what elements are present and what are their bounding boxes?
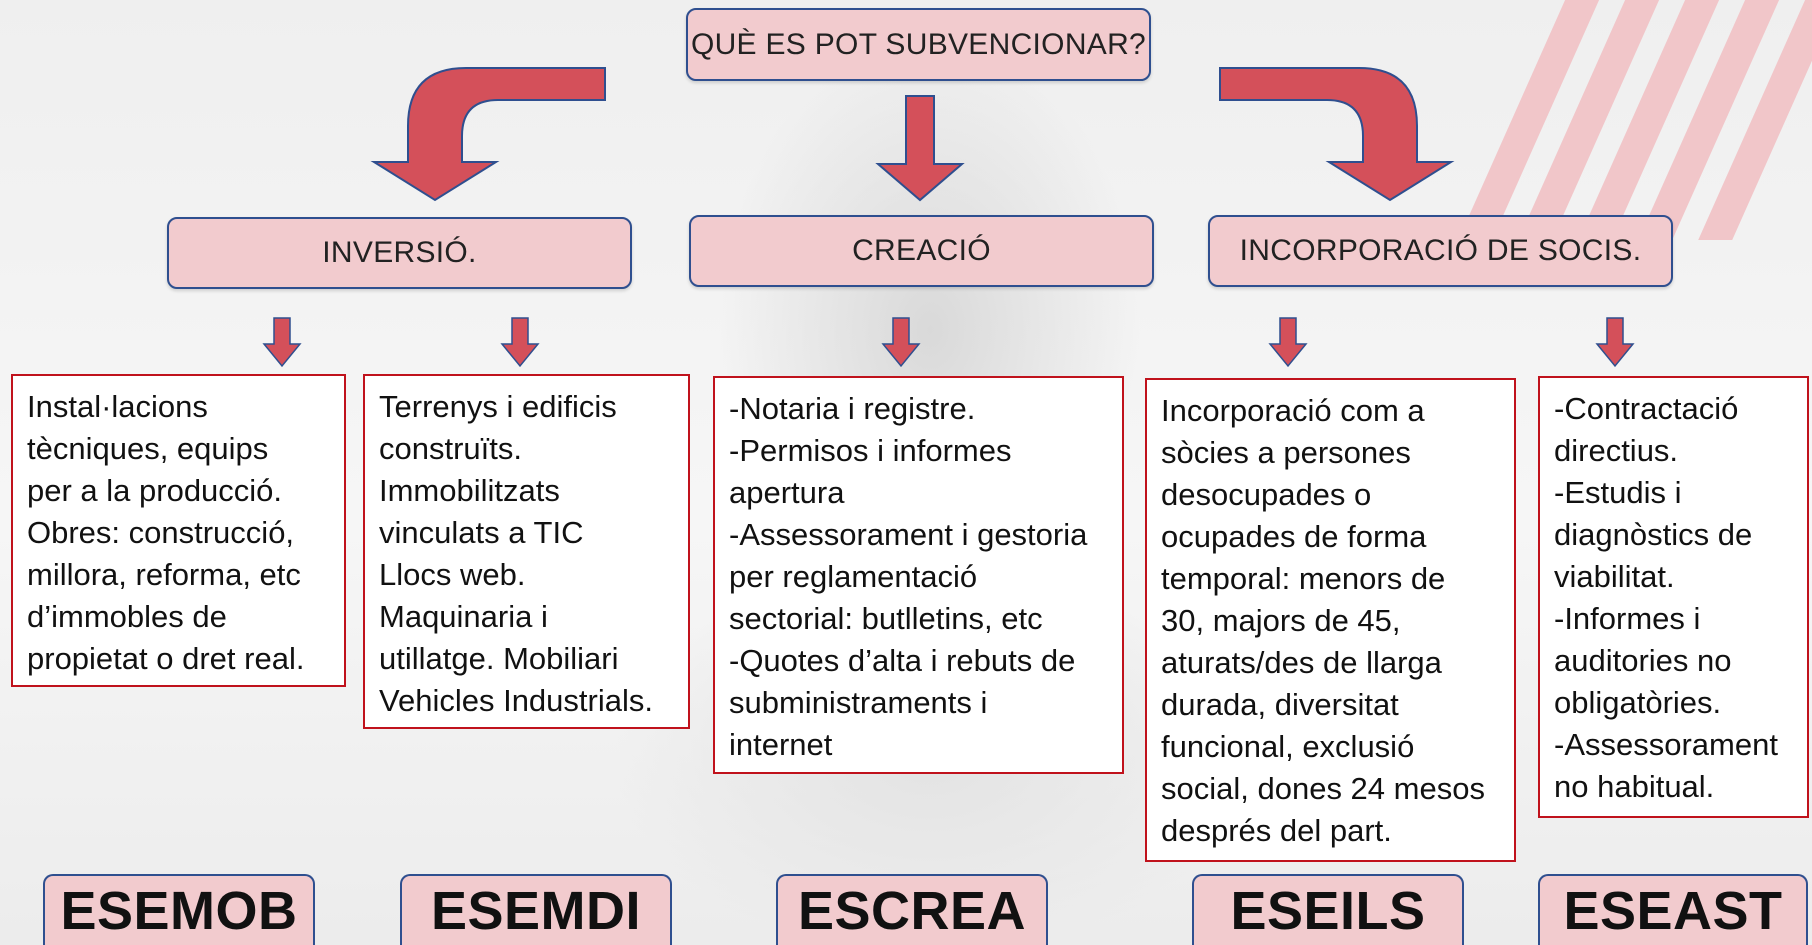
content-line: construïts. bbox=[379, 431, 522, 466]
content-line: -Contractació bbox=[1554, 391, 1739, 426]
content-line: ocupades de forma bbox=[1161, 519, 1427, 554]
content-line: -Estudis i bbox=[1554, 475, 1682, 510]
content-line: per reglamentació bbox=[729, 559, 978, 594]
small-arrow-2 bbox=[500, 317, 540, 368]
content-box-eseils: Incorporació com a sòcies a persones des… bbox=[1145, 378, 1516, 862]
program-code-label: ESEILS bbox=[1230, 881, 1426, 941]
content-box-esemdi: Terrenys i edificis construïts. Immobili… bbox=[363, 374, 690, 729]
content-line: directius. bbox=[1554, 433, 1679, 468]
content-line: 30, majors de 45, bbox=[1161, 603, 1401, 638]
content-line: -Informes i bbox=[1554, 601, 1701, 636]
curved-arrow-left bbox=[370, 67, 606, 202]
content-line: auditories no bbox=[1554, 643, 1732, 678]
content-line: Vehicles Industrials. bbox=[379, 683, 653, 718]
program-code-label: ESEMDI bbox=[430, 881, 642, 941]
program-code-eseils: ESEILS bbox=[1192, 874, 1464, 945]
program-code-label: ESEMOB bbox=[60, 881, 298, 941]
content-line: després del part. bbox=[1161, 813, 1392, 848]
content-line: aturats/des de llarga bbox=[1161, 645, 1442, 680]
content-line: apertura bbox=[729, 475, 845, 510]
content-line: durada, diversitat bbox=[1161, 687, 1399, 722]
content-line: -Assessorament bbox=[1554, 727, 1778, 762]
content-line: utillatge. Mobiliari bbox=[379, 641, 619, 676]
content-line: millora, reforma, etc bbox=[27, 557, 301, 592]
small-arrow-4 bbox=[1268, 317, 1308, 368]
content-line: tècniques, equips bbox=[27, 431, 269, 466]
content-line: Incorporació com a bbox=[1161, 393, 1425, 428]
small-arrow-5 bbox=[1595, 317, 1635, 368]
content-line: no habitual. bbox=[1554, 769, 1715, 804]
category-label: INCORPORACIÓ DE SOCIS. bbox=[1239, 234, 1642, 267]
content-line: vinculats a TIC bbox=[379, 515, 584, 550]
content-line: Terrenys i edificis bbox=[379, 389, 617, 424]
content-line: obligatòries. bbox=[1554, 685, 1722, 720]
content-line: diagnòstics de bbox=[1554, 517, 1753, 552]
program-code-label: ESEAST bbox=[1563, 881, 1783, 941]
program-code-esemdi: ESEMDI bbox=[400, 874, 672, 945]
small-arrow-3 bbox=[881, 317, 921, 368]
content-line: funcional, exclusió bbox=[1161, 729, 1415, 764]
category-box-incorporacio: INCORPORACIÓ DE SOCIS. bbox=[1208, 215, 1673, 287]
small-arrow-1 bbox=[262, 317, 302, 368]
content-line: temporal: menors de bbox=[1161, 561, 1446, 596]
down-arrow-center bbox=[875, 95, 965, 202]
content-line: -Quotes d’alta i rebuts de bbox=[729, 643, 1076, 678]
content-box-escrea: -Notaria i registre. -Permisos i informe… bbox=[713, 376, 1124, 774]
content-line: d’immobles de bbox=[27, 599, 227, 634]
content-box-esemob: Instal·lacions tècniques, equips per a l… bbox=[11, 374, 346, 687]
content-line: propietat o dret real. bbox=[27, 641, 305, 676]
content-line: Obres: construcció, bbox=[27, 515, 295, 550]
program-code-esemob: ESEMOB bbox=[43, 874, 315, 945]
content-box-eseast: -Contractació directius. -Estudis i diag… bbox=[1538, 376, 1809, 818]
title-box: QUÈ ES POT SUBVENCIONAR? bbox=[686, 8, 1151, 81]
program-code-eseast: ESEAST bbox=[1538, 874, 1808, 945]
content-line: Maquinaria i bbox=[379, 599, 548, 634]
program-code-label: ESCREA bbox=[797, 881, 1027, 941]
program-code-escrea: ESCREA bbox=[776, 874, 1048, 945]
category-label: CREACIÓ bbox=[852, 234, 991, 267]
category-label: INVERSIÓ. bbox=[322, 236, 477, 269]
content-line: sectorial: butlletins, etc bbox=[729, 601, 1043, 636]
content-line: Immobilitzats bbox=[379, 473, 560, 508]
category-box-creacio: CREACIÓ bbox=[689, 215, 1154, 287]
content-line: internet bbox=[729, 727, 833, 762]
content-line: subministraments i bbox=[729, 685, 988, 720]
content-line: desocupades o bbox=[1161, 477, 1372, 512]
content-line: -Assessorament i gestoria bbox=[729, 517, 1088, 552]
content-line: sòcies a persones bbox=[1161, 435, 1411, 470]
content-line: -Permisos i informes bbox=[729, 433, 1012, 468]
category-box-inversio: INVERSIÓ. bbox=[167, 217, 632, 289]
content-line: -Notaria i registre. bbox=[729, 391, 976, 426]
curved-arrow-right bbox=[1219, 67, 1455, 202]
content-line: viabilitat. bbox=[1554, 559, 1675, 594]
content-line: Instal·lacions bbox=[27, 389, 208, 424]
content-line: social, dones 24 mesos bbox=[1161, 771, 1485, 806]
content-line: per a la producció. bbox=[27, 473, 283, 508]
content-line: Llocs web. bbox=[379, 557, 526, 592]
title-text: QUÈ ES POT SUBVENCIONAR? bbox=[690, 27, 1147, 61]
